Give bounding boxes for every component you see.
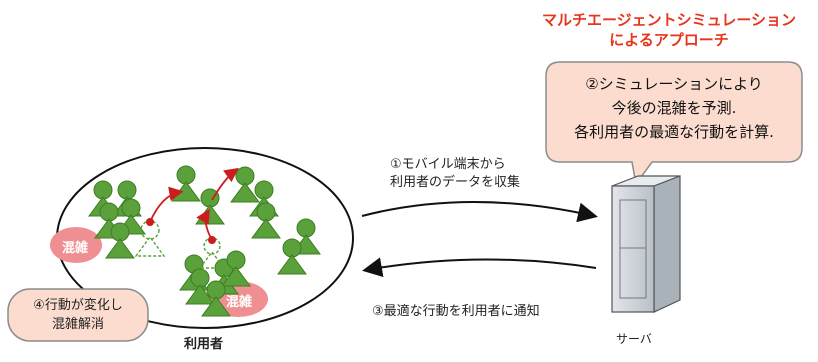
person-icon <box>185 268 215 305</box>
speech-bubble <box>545 61 803 186</box>
person-icon <box>277 238 307 275</box>
server-icon <box>611 175 681 313</box>
server-label: サーバ <box>616 332 652 346</box>
arrow-collect <box>361 201 598 223</box>
step1-line-2: 利用者のデータを収集 <box>390 175 521 190</box>
person-icon <box>105 222 135 259</box>
bubble-line-3: 各利用者の最適な行動を計算. <box>574 123 774 141</box>
bubble-text: ②シミュレーションにより 今後の混雑を予測. 各利用者の最適な行動を計算. <box>548 72 800 144</box>
person-icon <box>201 280 231 317</box>
step1-label: ①モバイル端末から 利用者のデータを収集 <box>390 156 520 192</box>
moving-people <box>134 220 226 269</box>
step4-box <box>7 288 149 342</box>
title-line-2: によるアプローチ <box>609 31 729 49</box>
bubble-line-2: 今後の混雑を予測. <box>611 99 737 117</box>
step4-label: ④行動が変化し 混雑解消 <box>8 296 148 334</box>
bubble-line-1: ②シミュレーションにより <box>585 75 763 93</box>
person-icon <box>195 188 225 225</box>
step4-line-2: 混雑解消 <box>51 317 104 332</box>
step3-label: ③最適な行動を利用者に通知 <box>372 304 540 319</box>
person-icon <box>251 202 281 239</box>
crowd-blob-left <box>50 227 102 263</box>
person-icon <box>230 166 260 203</box>
crowd-label-left: 混雑 <box>62 241 89 256</box>
title-line-1: マルチエージェントシミュレーション <box>541 11 797 29</box>
person-icon <box>221 250 251 287</box>
person-icon <box>171 165 201 202</box>
arrow-notify <box>362 257 597 278</box>
step1-line-1: ①モバイル端末から <box>390 157 506 172</box>
people-group <box>88 165 321 317</box>
person-outline-icon <box>134 220 166 257</box>
movement-arrows <box>146 167 239 244</box>
step4-line-1: ④行動が変化し <box>33 298 123 313</box>
users-label: 利用者 <box>184 337 224 352</box>
crowd-label-right: 混雑 <box>226 295 253 310</box>
diagram-title: マルチエージェントシミュレーション によるアプローチ <box>538 10 800 50</box>
